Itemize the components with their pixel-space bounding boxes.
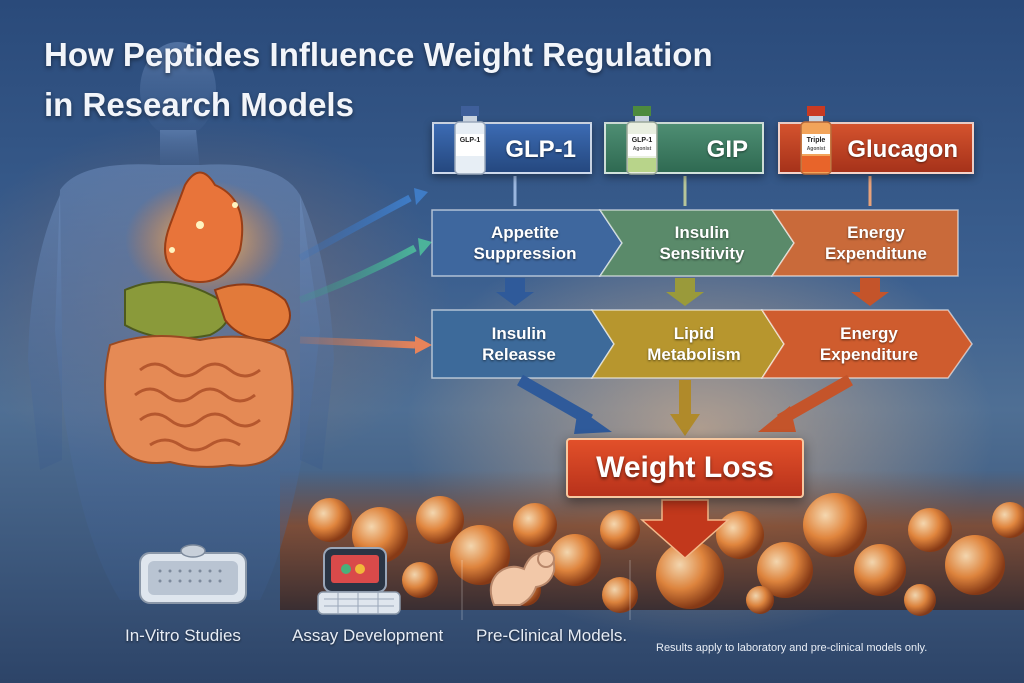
digestive-organs — [105, 173, 292, 467]
vial-sublabel: Agonist — [626, 145, 658, 154]
converging-arrows — [520, 380, 850, 436]
vial-label: GLP-1 — [454, 136, 486, 145]
peptide-connectors — [515, 176, 870, 206]
vial-icon: GLP-1 — [452, 106, 488, 178]
row1-down-arrows — [496, 278, 889, 306]
vial-sublabel: Agonist — [800, 145, 832, 154]
title-line-1: How Peptides Influence Weight Regulation — [44, 30, 864, 80]
weight-loss-box: Weight Loss — [566, 438, 804, 498]
vial-label: GLP-1 — [626, 136, 658, 145]
vial-label: Triple — [800, 136, 832, 145]
peptide-name: Glucagon — [847, 136, 958, 164]
vial-icon: GLP-1 Agonist — [624, 106, 660, 178]
peptide-glp1: GLP-1 GLP-1 — [432, 122, 592, 174]
label-pre-clinical-models: Pre-Clinical Models. — [476, 626, 627, 646]
scale-icon — [140, 545, 246, 603]
peptide-gip: GLP-1 Agonist GIP — [604, 122, 764, 174]
peptide-name: GLP-1 — [505, 136, 576, 164]
vial-icon: Triple Agonist — [798, 106, 834, 178]
peptide-glucagon: Triple Agonist Glucagon — [778, 122, 974, 174]
label-assay-development: Assay Development — [292, 626, 443, 646]
label-in-vitro-studies: In-Vitro Studies — [125, 626, 241, 646]
disclaimer-text: Results apply to laboratory and pre-clin… — [656, 642, 927, 654]
peptide-name: GIP — [707, 136, 748, 164]
